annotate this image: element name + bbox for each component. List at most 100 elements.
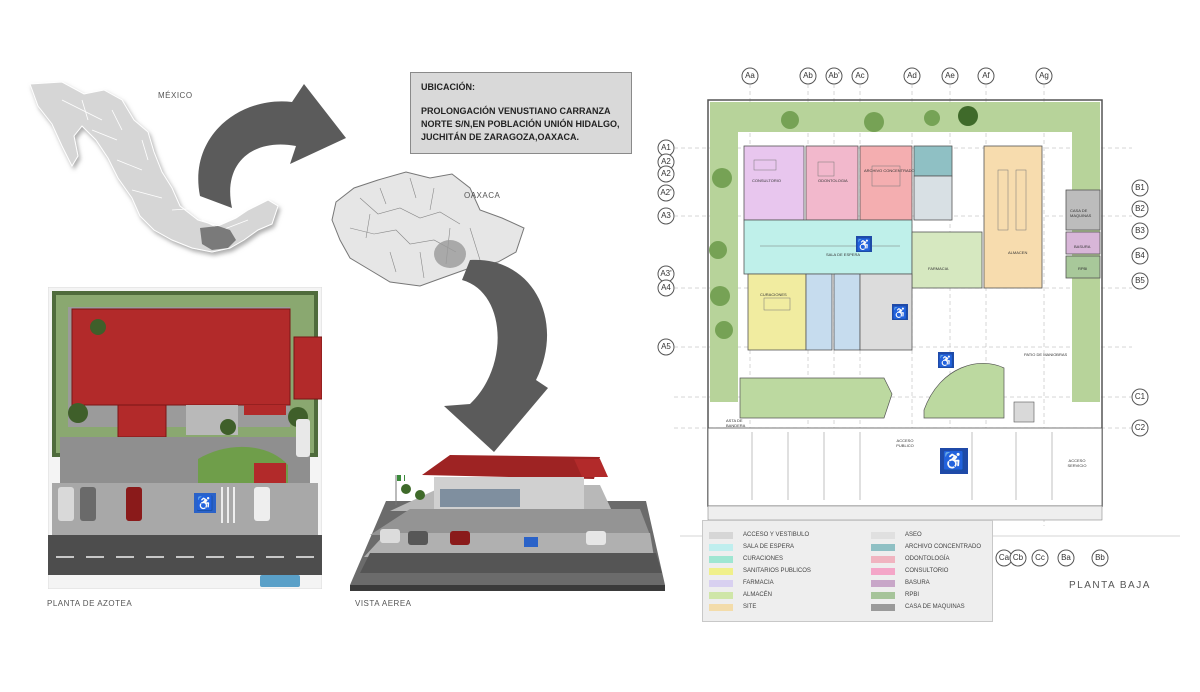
room-label-casa-maquinas: CASA DE MAQUINAS bbox=[1070, 208, 1092, 218]
room-label-acceso-publico: ACCESO PUBLICO bbox=[896, 438, 914, 448]
color-legend: ACCESO Y VESTIBULO SALA DE ESPERA CURACI… bbox=[702, 520, 993, 622]
axis-right-label: B3 bbox=[1135, 226, 1145, 235]
room-casa-maquinas bbox=[1065, 189, 1101, 231]
svg-text:♿: ♿ bbox=[196, 495, 213, 512]
location-highlight bbox=[434, 240, 466, 268]
room-label-acceso-servicio: ACCESO SERVICIO bbox=[1067, 458, 1087, 468]
room-label-archivo: ARCHIVO CONCENTRADO bbox=[864, 168, 915, 173]
svg-text:♿: ♿ bbox=[939, 354, 954, 368]
room-label-sala-espera: SALA DE ESPERA bbox=[826, 252, 861, 257]
room-label-rpbi: RPBI bbox=[1078, 266, 1088, 271]
room-rpbi bbox=[1065, 255, 1101, 279]
room-label-asta: ASTA DE BANDERA bbox=[726, 418, 746, 428]
svg-text:♿: ♿ bbox=[893, 306, 908, 320]
svg-text:♿: ♿ bbox=[943, 450, 965, 471]
axis-right-label: B5 bbox=[1135, 276, 1145, 285]
legend-swatch bbox=[871, 604, 895, 611]
axis-left-label: A2' bbox=[660, 188, 672, 197]
axis-top-label: Ab' bbox=[828, 71, 840, 80]
legend-swatch bbox=[709, 604, 733, 611]
legend-swatch bbox=[871, 556, 895, 563]
arrow-mexico-to-oaxaca bbox=[198, 84, 346, 208]
room-label-almacen: ALMACEN bbox=[1008, 250, 1028, 255]
room-consultorio bbox=[743, 145, 805, 221]
legend-label: SALA DE ESPERA bbox=[743, 544, 795, 550]
mexico-label: MÉXICO bbox=[158, 91, 193, 100]
oaxaca-highlight bbox=[200, 226, 236, 250]
room-curaciones bbox=[747, 273, 807, 351]
axis-left-label: A2 bbox=[661, 157, 671, 166]
ground-floor-plan: ♿ ♿ ♿ ♿ bbox=[657, 67, 1180, 567]
location-address: PROLONGACIÓN VENUSTIANO CARRANZA NORTE S… bbox=[421, 106, 620, 142]
arrow-oaxaca-to-aerial bbox=[444, 259, 548, 452]
legend-label: ARCHIVO CONCENTRADO bbox=[905, 544, 982, 550]
room-farmacia bbox=[911, 231, 983, 289]
legend-swatch bbox=[709, 580, 733, 587]
legend-swatch bbox=[871, 580, 895, 587]
bottom-axes bbox=[995, 549, 1109, 567]
legend-label: RPBI bbox=[905, 592, 920, 598]
legend-swatch bbox=[709, 568, 733, 575]
location-title: UBICACIÓN: bbox=[421, 82, 475, 92]
legend-label: ASEO bbox=[905, 532, 922, 538]
room-label-basura: BASURA bbox=[1074, 244, 1091, 249]
ground-floor-caption: PLANTA BAJA bbox=[1069, 580, 1151, 591]
legend-label: ACCESO Y VESTIBULO bbox=[743, 532, 810, 538]
axis-bottom-label: Ca bbox=[998, 553, 1010, 562]
room-odontologia bbox=[805, 145, 859, 221]
axis-right-label: C1 bbox=[1134, 392, 1146, 401]
axis-top-label: Ab bbox=[803, 71, 813, 80]
legend-swatch bbox=[871, 592, 895, 599]
legend-label: BASURA bbox=[905, 580, 930, 586]
legend-label: SITE bbox=[743, 604, 757, 610]
legend-label: ODONTOLOGÍA bbox=[905, 556, 950, 562]
top-axes bbox=[741, 67, 1053, 85]
legend-label: CONSULTORIO bbox=[905, 568, 949, 574]
parking-area bbox=[707, 427, 1103, 507]
room-sala-espera bbox=[743, 219, 913, 275]
left-axes bbox=[657, 139, 675, 356]
room-label-consultorio: CONSULTORIO bbox=[752, 178, 781, 183]
axis-left-label: A4 bbox=[661, 283, 671, 292]
location-info-box: UBICACIÓN: PROLONGACIÓN VENUSTIANO CARRA… bbox=[410, 72, 632, 154]
legend-swatch bbox=[871, 544, 895, 551]
axis-bottom-label: Cc bbox=[1035, 553, 1045, 562]
axis-top-label: Ac bbox=[855, 71, 865, 80]
room-label-farmacia: FARMACIA bbox=[928, 266, 949, 271]
axis-bottom-label: Cb bbox=[1012, 553, 1024, 562]
axis-top-label: Ae bbox=[945, 71, 955, 80]
axis-right-label: B1 bbox=[1135, 183, 1145, 192]
roof-plan-render: ♿ bbox=[48, 287, 322, 589]
axis-top-label: Af bbox=[982, 71, 990, 80]
room-almacen bbox=[983, 145, 1043, 289]
mexico-map bbox=[29, 81, 279, 253]
mexico-shape bbox=[29, 81, 279, 253]
axis-top-label: Aa bbox=[745, 71, 755, 80]
svg-text:♿: ♿ bbox=[857, 238, 872, 252]
legend-label: FARMACIA bbox=[743, 580, 774, 586]
axis-top-label: Ag bbox=[1039, 71, 1049, 80]
legend-label: CURACIONES bbox=[743, 556, 784, 562]
roof-main bbox=[71, 308, 291, 406]
legend-swatch bbox=[709, 592, 733, 599]
room-label-patio: PATIO DE MANIOBRAS bbox=[1024, 352, 1068, 357]
legend-swatch bbox=[709, 544, 733, 551]
axis-left-label: A2 bbox=[661, 169, 671, 178]
oaxaca-map bbox=[331, 171, 525, 287]
legend-label: SANITARIOS PUBLICOS bbox=[743, 568, 811, 574]
room-basura bbox=[1065, 231, 1101, 255]
axis-left-label: A5 bbox=[661, 342, 671, 351]
right-axes bbox=[1131, 179, 1149, 437]
roof-plan-caption: PLANTA DE AZOTEA bbox=[47, 599, 133, 608]
axis-bottom-label: Bb bbox=[1095, 553, 1105, 562]
legend-label: CASA DE MAQUINAS bbox=[905, 604, 965, 610]
axis-right-label: B4 bbox=[1135, 251, 1145, 260]
axis-top-label: Ad bbox=[907, 71, 917, 80]
accessibility-icon: ♿ bbox=[940, 448, 968, 474]
room-label-curaciones: CURACIONES bbox=[760, 292, 787, 297]
axis-right-label: C2 bbox=[1134, 423, 1146, 432]
legend-swatch bbox=[871, 532, 895, 539]
axis-bottom-label: Ba bbox=[1061, 553, 1071, 562]
legend-swatch bbox=[709, 556, 733, 563]
legend-swatch bbox=[871, 568, 895, 575]
